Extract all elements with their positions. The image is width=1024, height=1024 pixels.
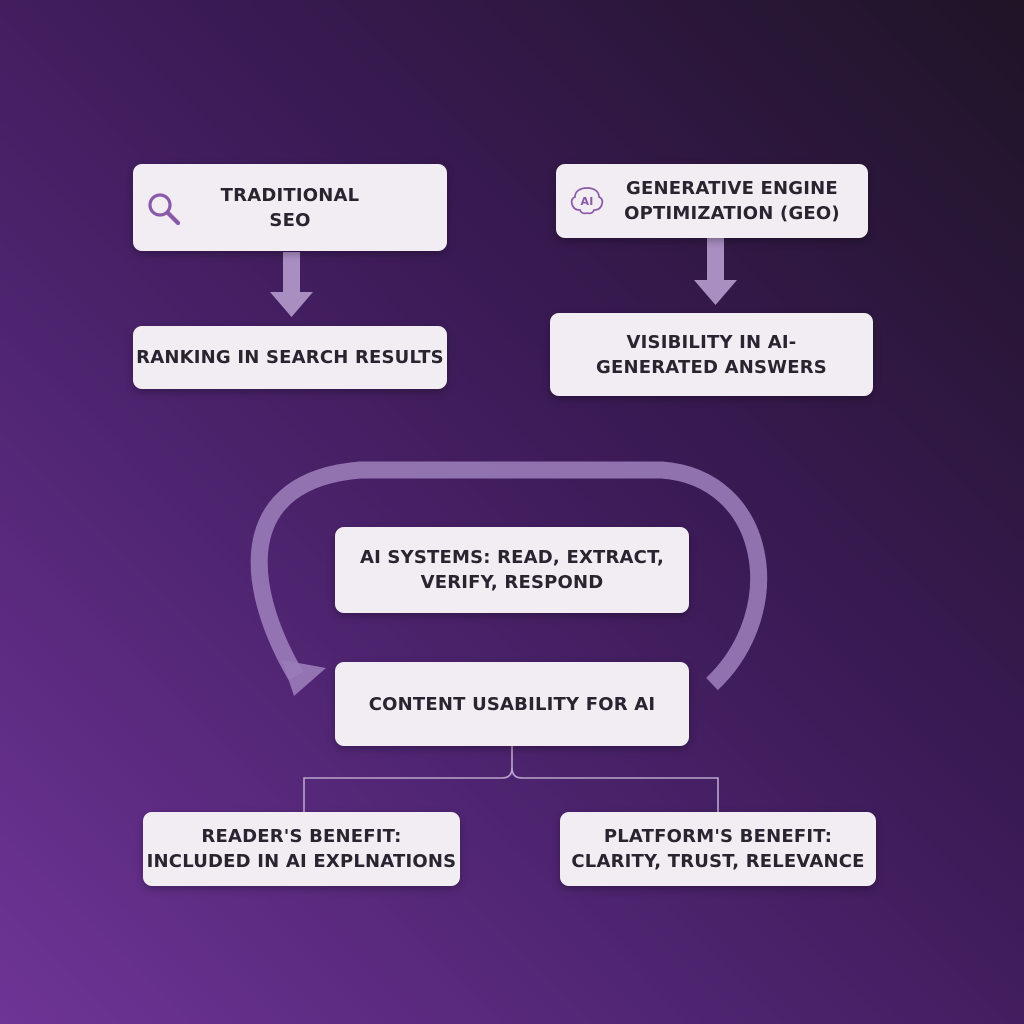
node-geo-label: GENERATIVE ENGINE OPTIMIZATION (GEO) [624, 178, 840, 224]
node-traditional-seo-label: TRADITIONAL SEO [220, 184, 360, 231]
node-geo: AI GENERATIVE ENGINE OPTIMIZATION (GEO) [556, 164, 868, 238]
node-reader-benefit: READER'S BENEFIT: INCLUDED IN AI EXPLNAT… [143, 812, 460, 886]
search-icon [148, 193, 181, 226]
node-platform-benefit: PLATFORM'S BENEFIT: CLARITY, TRUST, RELE… [560, 812, 876, 886]
node-visibility-label: VISIBILITY IN AI- GENERATED ANSWERS [596, 331, 827, 378]
branch-connector [303, 746, 719, 812]
node-visibility: VISIBILITY IN AI- GENERATED ANSWERS [550, 313, 873, 396]
arrow-geo-to-visibility [694, 238, 737, 305]
ai-icon-text: AI [580, 195, 593, 208]
ai-icon: AI [570, 187, 604, 215]
node-ai-systems: AI SYSTEMS: READ, EXTRACT, VERIFY, RESPO… [335, 527, 689, 613]
node-ranking: RANKING IN SEARCH RESULTS [133, 326, 447, 389]
node-ranking-label: RANKING IN SEARCH RESULTS [136, 347, 444, 368]
cycle-arrowhead [282, 660, 326, 696]
node-platform-benefit-label: PLATFORM'S BENEFIT: CLARITY, TRUST, RELE… [571, 826, 865, 872]
node-content-usability: CONTENT USABILITY FOR AI [335, 662, 689, 746]
arrow-seo-to-ranking [270, 252, 313, 317]
node-ai-systems-label: AI SYSTEMS: READ, EXTRACT, VERIFY, RESPO… [359, 547, 665, 593]
node-traditional-seo: TRADITIONAL SEO [133, 164, 447, 251]
node-reader-benefit-label: READER'S BENEFIT: INCLUDED IN AI EXPLNAT… [146, 826, 457, 872]
node-content-usability-label: CONTENT USABILITY FOR AI [368, 693, 656, 715]
